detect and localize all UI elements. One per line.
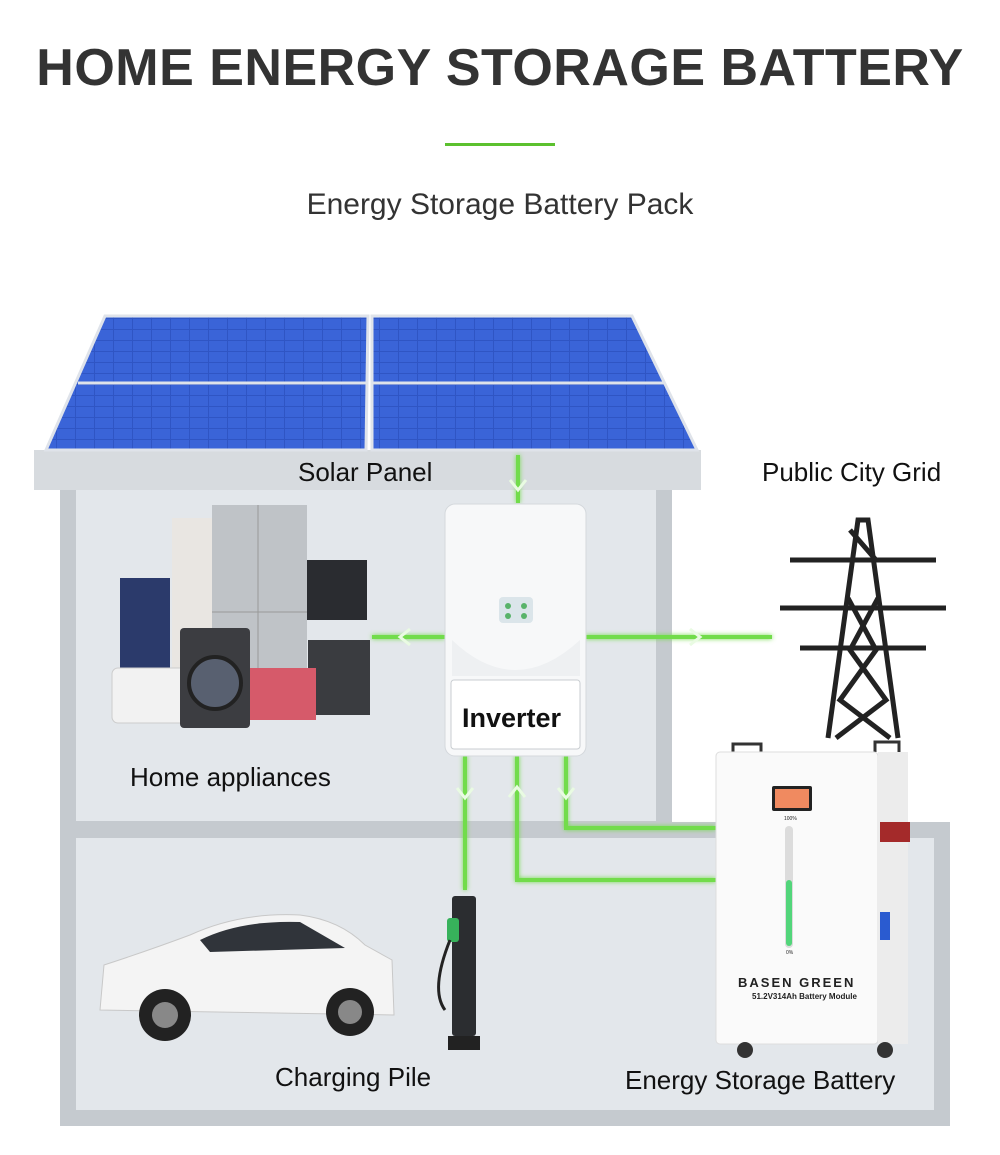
solar-panel-label: Solar Panel [298,457,433,487]
roof-ledge [34,450,701,490]
title-divider [445,143,555,146]
inverter-label: Inverter [462,703,562,733]
battery-model: 51.2V314Ah Battery Module [752,992,857,1001]
power-tower-icon [780,517,946,740]
home-appliances-icon [111,505,370,728]
page-subtitle: Energy Storage Battery Pack [306,188,694,221]
home-appliances-label: Home appliances [130,762,331,792]
flow-arrow-icons [397,479,703,801]
page-title: HOME ENERGY STORAGE BATTERY [36,39,964,97]
charging-pile-icon [437,896,480,1050]
gauge-top-label: 100% [784,816,797,822]
car-icon [99,914,395,1041]
solar-panel-icon [43,314,700,452]
energy-flow-lines [372,455,772,890]
public-grid-label: Public City Grid [762,457,942,487]
energy-storage-battery-icon [715,740,910,1058]
battery-brand: BASEN GREEN [738,975,856,990]
inverter-icon [444,503,587,757]
energy-storage-battery-label: Energy Storage Battery [625,1065,896,1095]
charging-pile-label: Charging Pile [275,1062,432,1092]
gauge-bottom-label: 0% [786,950,794,956]
